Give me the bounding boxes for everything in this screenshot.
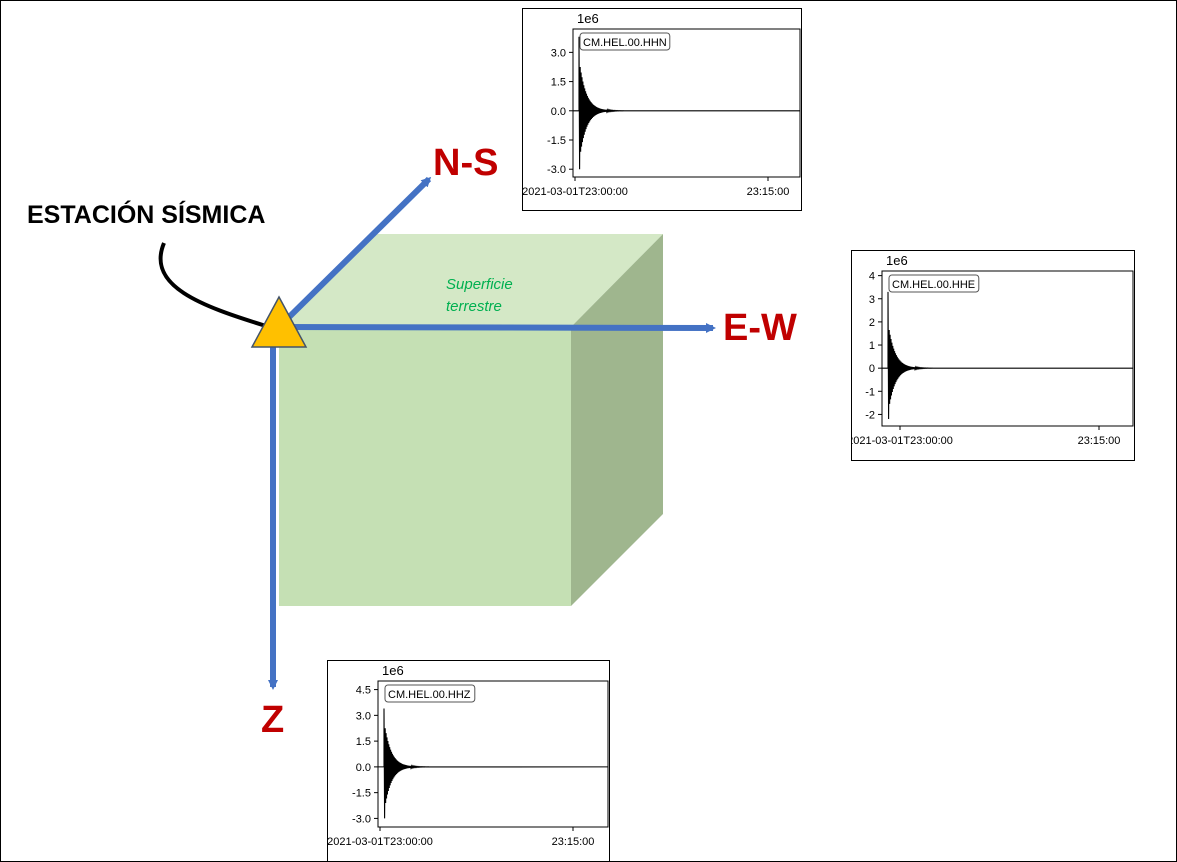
offset-label: 1e6 [577,11,599,26]
offset-label: 1e6 [886,253,908,268]
y-tick-label: 0.0 [356,762,371,774]
trace-label: CM.HEL.00.HHE [892,279,975,291]
station-pointer-curve [161,243,266,326]
ew-axis-arrow [279,327,713,328]
ns-axis-label: N-S [433,144,498,182]
y-tick-label: 1 [869,340,875,352]
plot-frame [573,29,800,177]
y-tick-label: 0.0 [551,106,566,118]
surface-label-line-2: terrestre [446,296,536,318]
trace-label: CM.HEL.00.HHN [583,37,667,49]
seismogram-z-panel: 1e6 4.5 3.0 1.5 0.0 -1.5 -3.0 2021-03-01T23:00:… [327,660,610,862]
seismogram-ns-panel: 1e6 3.0 1.5 0.0 -1.5 -3.0 2021-03-01T23:00:00 2… [522,8,802,211]
plot-frame [378,681,608,827]
x-tick-label: 2021-03-01T23:00:00 [852,435,953,447]
y-tick-label: 3 [869,294,875,306]
waveform-trace [573,37,800,169]
x-tick-label: 2021-03-01T23:00:00 [328,836,433,848]
cube-front-face [279,327,571,606]
y-tick-label: 4 [869,271,875,283]
y-tick-label: 3.0 [551,47,566,59]
y-tick-label: -3.0 [547,164,566,176]
y-tick-label: 1.5 [356,736,371,748]
y-tick-label: 4.5 [356,685,371,697]
x-tick-label: 23:15:00 [747,186,790,198]
seismogram-z-chart: 1e6 4.5 3.0 1.5 0.0 -1.5 -3.0 2021-03-01T23:00:… [328,661,609,862]
y-tick-label: -1.5 [352,788,371,800]
x-tick-label: 23:15:00 [552,836,595,848]
x-tick-label: 2021-03-01T23:00:00 [523,186,628,198]
y-tick-label: -3.0 [352,813,371,825]
y-tick-label: -1 [865,386,875,398]
y-tick-label: -2 [865,409,875,421]
station-label: ESTACIÓN SÍSMICA [27,201,265,230]
y-tick-label: -1.5 [547,135,566,147]
plot-frame [882,271,1133,426]
ew-axis-label: E-W [723,309,797,347]
seismogram-ew-chart: 1e6 4 3 2 1 0 -1 -2 2021-03-01T23:00:00 23:15:00 C… [852,251,1134,460]
y-tick-label: 2 [869,317,875,329]
offset-label: 1e6 [382,663,404,678]
y-tick-label: 1.5 [551,77,566,89]
surface-label: Superficie terrestre [446,274,536,318]
x-tick-label: 23:15:00 [1078,435,1121,447]
y-tick-label: 0 [869,363,875,375]
surface-label-line-1: Superficie [446,274,536,296]
seismogram-ns-chart: 1e6 3.0 1.5 0.0 -1.5 -3.0 2021-03-01T23:00:00 2… [523,9,801,210]
y-tick-label: 3.0 [356,710,371,722]
waveform-trace [882,292,1133,419]
waveform-trace [378,708,608,818]
trace-label: CM.HEL.00.HHZ [388,689,471,701]
z-axis-label: Z [261,701,284,739]
seismogram-ew-panel: 1e6 4 3 2 1 0 -1 -2 2021-03-01T23:00:00 23:15:00 C… [851,250,1135,461]
